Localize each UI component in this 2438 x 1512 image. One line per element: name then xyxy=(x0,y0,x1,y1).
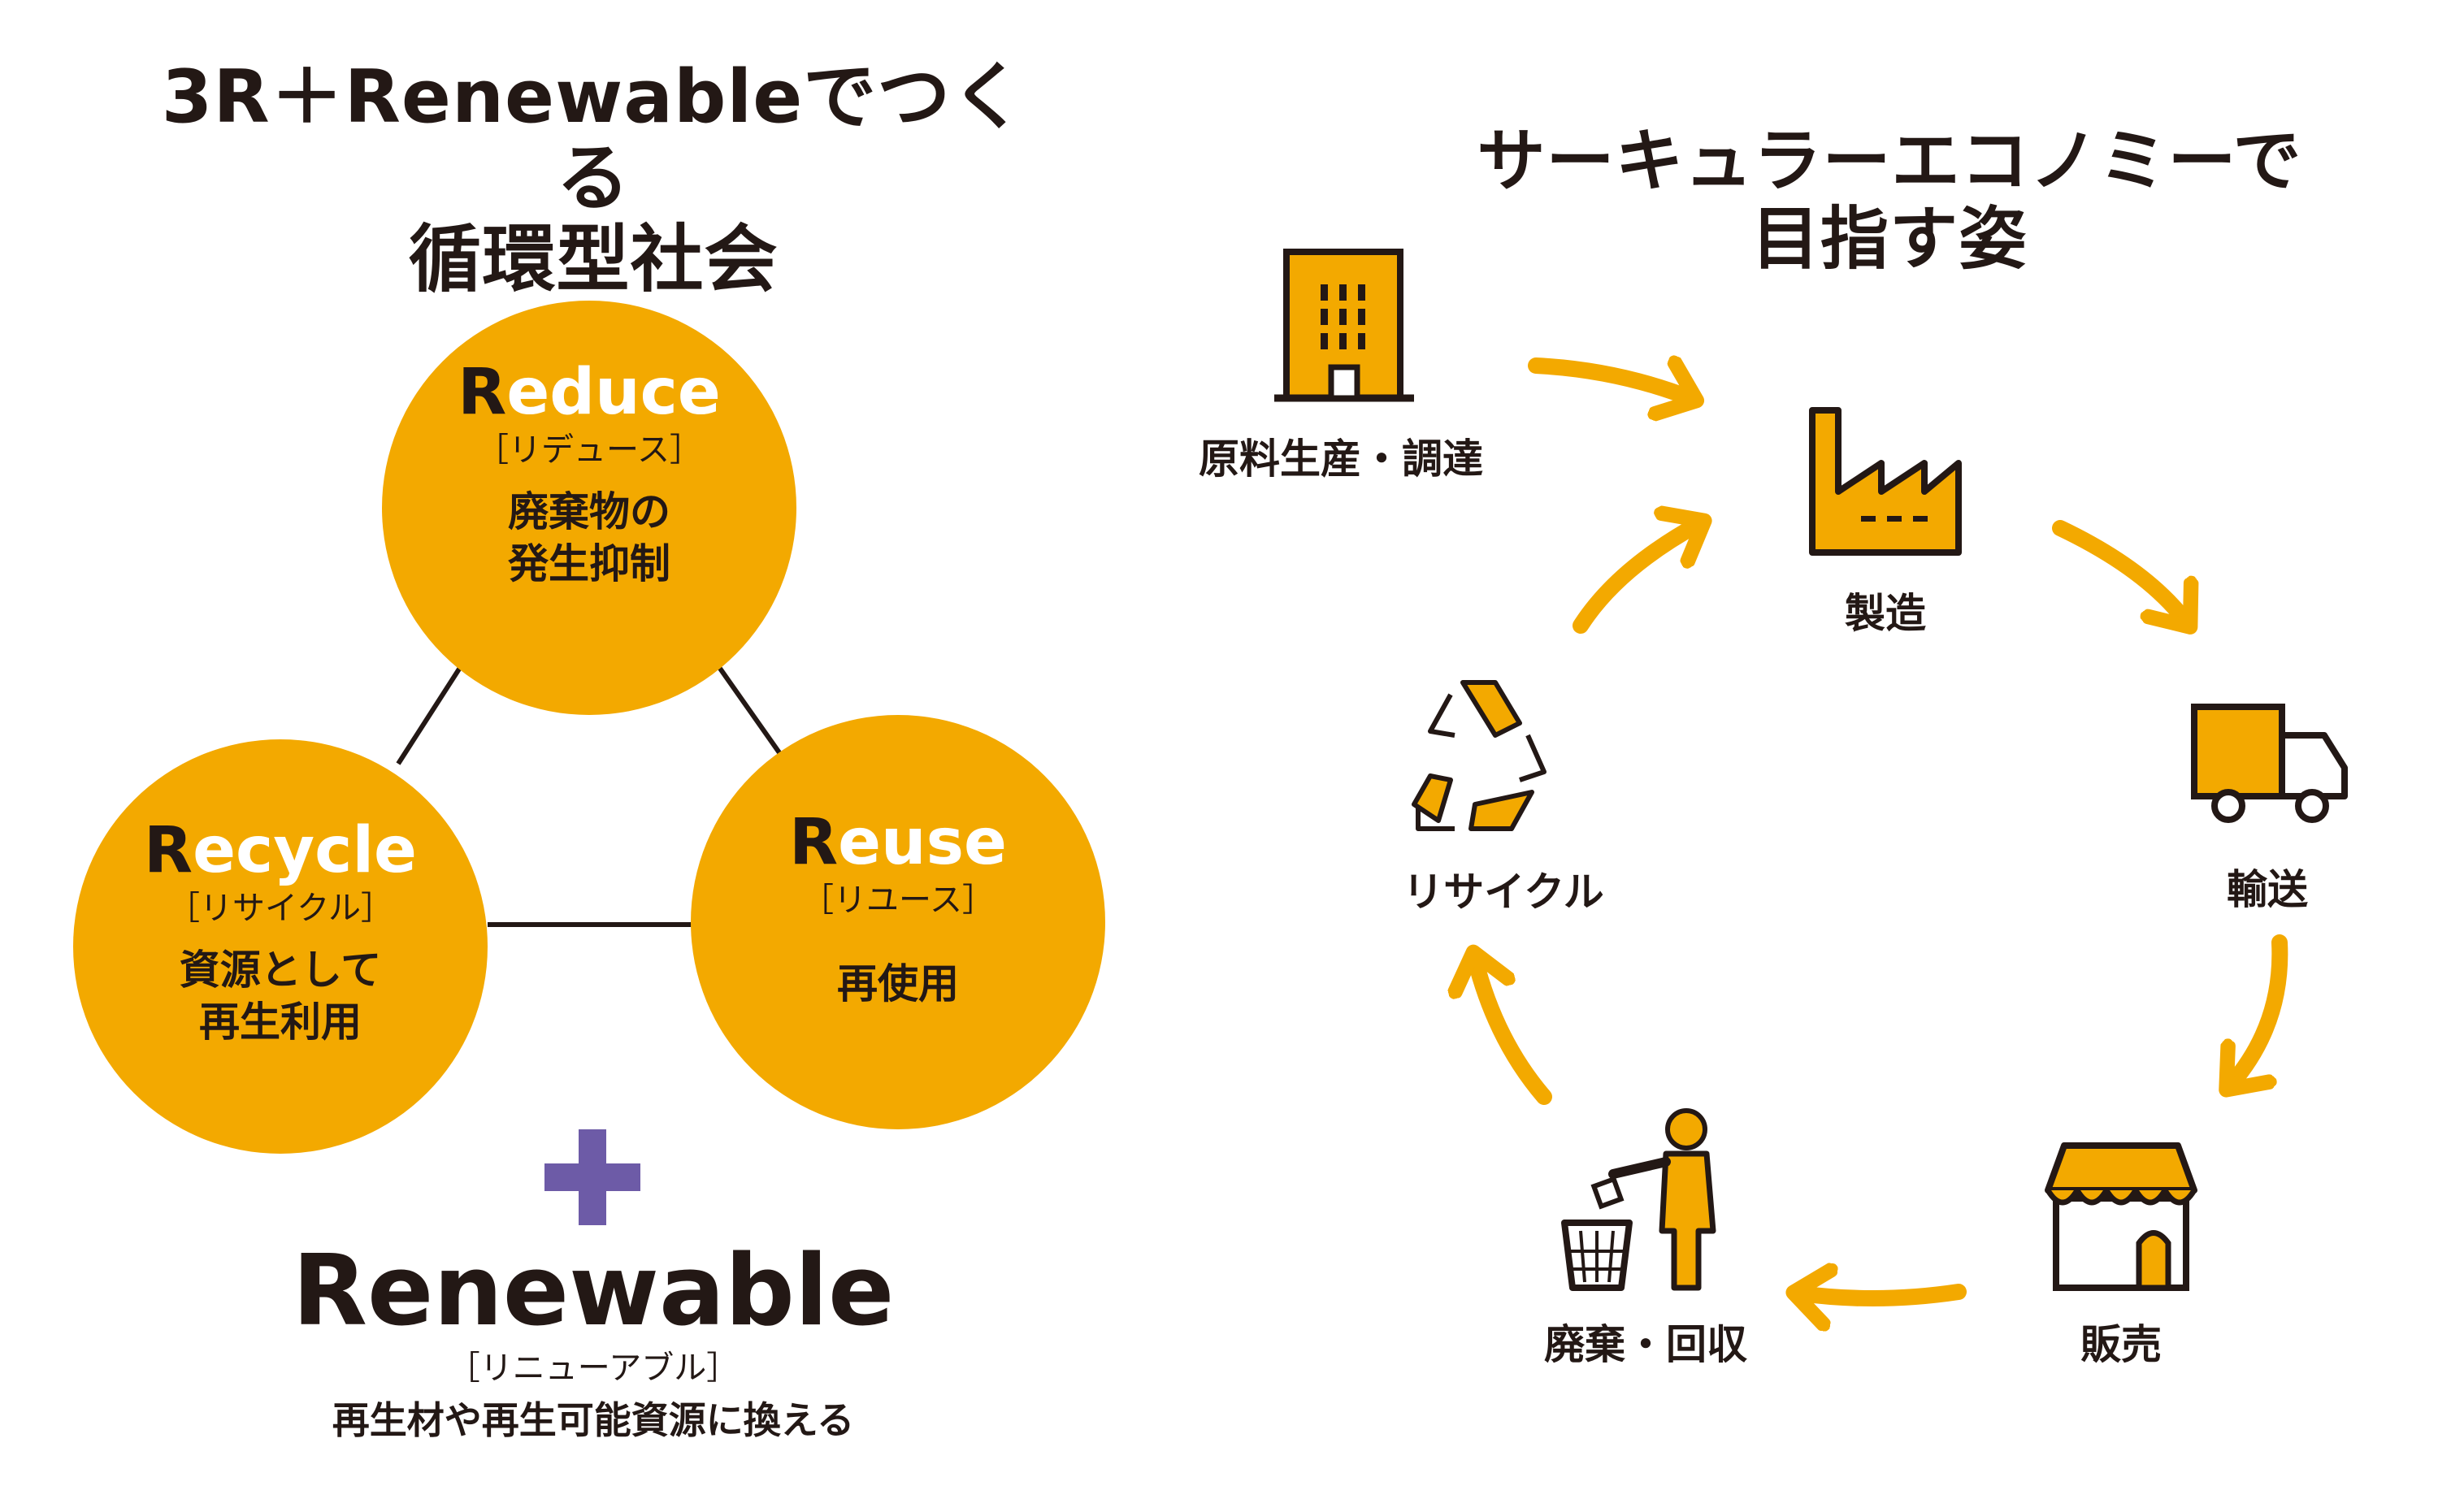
reuse-word-cap: R xyxy=(789,806,839,879)
renewable-block: Renewable ［リニューアブル］ 再生材や再生可能資源に換える xyxy=(244,1239,943,1449)
label-raw-material: 原料生産・調達 xyxy=(1199,435,1483,483)
recycle-circle: Recycle ［リサイクル］ 資源として 再生利用 xyxy=(73,739,488,1154)
arrow-manufacture-to-transport xyxy=(2052,520,2186,622)
arrow-sales-to-disposal xyxy=(1800,1292,1967,1298)
right-title: サーキュラーエコノミーで 目指す姿 xyxy=(1463,122,2316,278)
arrow-recycle-to-manufacture xyxy=(1573,524,1698,634)
building-icon xyxy=(1274,249,1414,402)
shop-icon xyxy=(2045,1142,2197,1291)
arrow-raw-to-manufacture xyxy=(1528,366,1690,398)
factory-icon xyxy=(1809,407,1962,556)
renewable-word: Renewable xyxy=(292,1235,895,1348)
reuse-circle: Reuse ［リユース］ 再使用 xyxy=(691,715,1105,1129)
recycle-word: Recycle xyxy=(73,814,488,887)
reduce-word-rest: educe xyxy=(506,356,721,429)
label-sales: 販売 xyxy=(2080,1321,2162,1368)
reuse-desc: 再使用 xyxy=(837,960,959,1007)
cycle-arrows xyxy=(1475,366,2288,1298)
label-transport: 輸送 xyxy=(2227,866,2308,913)
label-recycle: リサイクル xyxy=(1403,869,1604,916)
right-title-line1: サーキュラーエコノミーで xyxy=(1477,121,2302,201)
recycle-kana: ［リサイクル］ xyxy=(167,890,393,927)
reduce-kana: ［リデュース］ xyxy=(476,431,702,469)
recycle-desc: 資源として 再生利用 xyxy=(179,947,382,1046)
recycle-word-rest: ecycle xyxy=(193,814,417,887)
truck-icon xyxy=(2191,704,2348,823)
plus-icon xyxy=(544,1129,640,1225)
reduce-word-cap: R xyxy=(458,356,507,429)
reduce-desc: 廃棄物の 発生抑制 xyxy=(508,488,670,587)
arrow-transport-to-sales xyxy=(2231,934,2288,1085)
left-title: 3R＋Renewableでつくる 循環型社会 xyxy=(138,57,1048,301)
arrow-disposal-to-recycle xyxy=(1475,959,1552,1105)
label-manufacture: 製造 xyxy=(1845,590,1926,637)
reuse-kana: ［リユース］ xyxy=(801,882,995,919)
reuse-word: Reuse xyxy=(691,806,1105,879)
renewable-kana: ［リニューアブル］ xyxy=(447,1350,740,1387)
person-trash-icon xyxy=(1561,1108,1716,1291)
reduce-circle: Reduce ［リデュース］ 廃棄物の 発生抑制 xyxy=(382,301,796,715)
label-disposal: 廃棄・回収 xyxy=(1544,1321,1747,1368)
right-title-line2: 目指す姿 xyxy=(1750,199,2028,279)
left-title-line1: 3R＋Renewableでつくる xyxy=(161,54,1026,221)
recycle-word-cap: R xyxy=(144,814,193,887)
renewable-desc: 再生材や再生可能資源に換える xyxy=(332,1398,855,1442)
reduce-word: Reduce xyxy=(382,356,796,429)
left-title-line2: 循環型社会 xyxy=(408,217,779,302)
reuse-word-rest: euse xyxy=(838,806,1007,879)
recycle-icon xyxy=(1412,680,1547,831)
